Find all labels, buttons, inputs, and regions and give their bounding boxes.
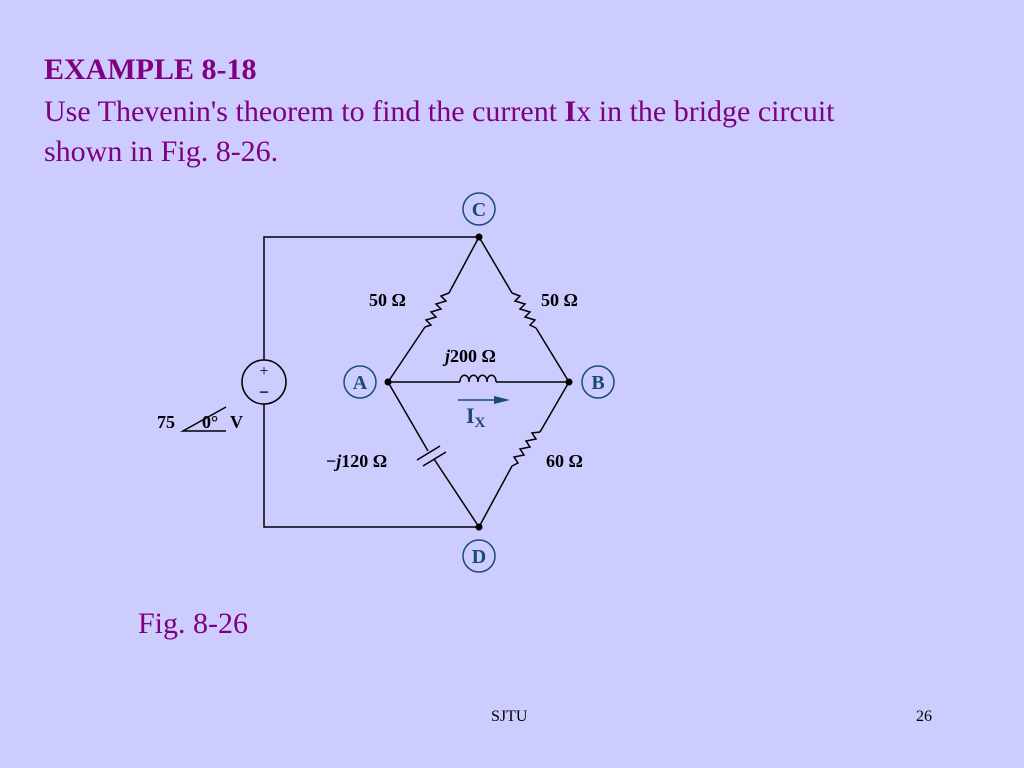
wire-b-resistor <box>539 381 570 433</box>
node-c-label: C <box>472 199 486 221</box>
angle-symbol <box>180 406 227 432</box>
source-angle: 0° <box>202 412 218 432</box>
resistor-bd-label: 60 Ω <box>546 451 583 471</box>
junction-a <box>384 378 392 386</box>
current-symbol: I <box>466 403 475 428</box>
node-c-ring <box>462 192 496 226</box>
node-b-label: B <box>591 372 604 394</box>
source-minus: − <box>259 382 269 402</box>
node-a-label: A <box>353 372 368 394</box>
inductor-j: j <box>442 346 451 366</box>
inductor-label: j200 Ω <box>442 346 496 366</box>
wire-c-b-upper <box>478 236 513 294</box>
resistor-ca-label: 50 Ω <box>369 290 406 310</box>
source-unit: V <box>230 412 243 432</box>
capacitor-value: 120 Ω <box>341 451 387 471</box>
current-arrow-head <box>494 396 510 404</box>
wire-top <box>263 236 479 360</box>
wire-cap-d <box>433 458 480 528</box>
source-magnitude: 75 <box>157 412 175 432</box>
body-text-part2: x in the bridge circuit shown in Fig. 8-… <box>44 95 835 168</box>
inductor <box>459 374 497 383</box>
capacitor-minus: − <box>326 451 336 471</box>
resistor-cb <box>511 292 537 329</box>
junction-d <box>475 523 483 531</box>
current-subscript: X <box>475 415 486 431</box>
voltage-source <box>241 359 287 405</box>
wire-bottom <box>263 404 479 528</box>
resistor-cb-label: 50 Ω <box>541 290 578 310</box>
body-text-bold-i: I <box>564 95 577 128</box>
inductor-value: 200 Ω <box>450 346 496 366</box>
figure-caption: Fig. 8-26 <box>138 607 249 640</box>
wire-a-cap <box>387 381 429 452</box>
slide-title: EXAMPLE 8-18 <box>44 53 257 86</box>
node-b-ring <box>581 365 615 399</box>
node-a-ring <box>343 365 377 399</box>
capacitor-j: j <box>333 451 342 471</box>
body-text-part1: Use Thevenin's theorem to find the curre… <box>44 95 565 128</box>
capacitor-plate-1 <box>416 445 441 461</box>
wire-c-a-upper <box>448 236 480 294</box>
resistor-ca <box>424 292 450 328</box>
junction-c <box>475 233 483 241</box>
wire-c-b-lower <box>535 327 570 383</box>
source-plus: + <box>259 363 268 380</box>
capacitor-label: −j120 Ω <box>326 451 387 471</box>
current-label: IX <box>466 403 486 431</box>
wire-c-a-lower <box>387 326 426 383</box>
junction-b <box>565 378 573 386</box>
slide-body-text: Use Thevenin's theorem to find the curre… <box>44 92 904 172</box>
page-number: 26 <box>916 708 932 725</box>
footer-institution: SJTU <box>491 708 528 725</box>
wire-resistor-d <box>478 465 513 528</box>
node-d-label: D <box>472 546 486 568</box>
resistor-bd <box>511 431 541 467</box>
node-d-ring <box>462 539 496 573</box>
